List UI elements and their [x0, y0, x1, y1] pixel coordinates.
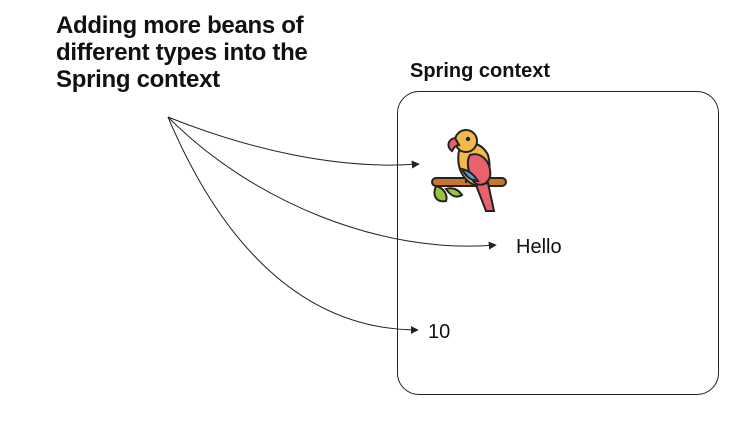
bean-string-value: Hello — [516, 236, 562, 258]
callout-text: Adding more beans of different types int… — [56, 12, 356, 93]
arrow-to-ten — [167, 116, 419, 334]
arrow-to-hello — [167, 116, 497, 250]
bean-integer-value: 10 — [428, 321, 451, 343]
spring-context-box — [397, 91, 719, 395]
arrow-to-parrot — [167, 116, 420, 169]
spring-context-label: Spring context — [410, 60, 551, 82]
callout-line-1: Adding more beans of — [56, 12, 304, 39]
parrot-icon — [431, 129, 507, 212]
callout-line-3: Spring context — [56, 66, 220, 93]
callout-line-2: different types into the — [56, 39, 308, 66]
